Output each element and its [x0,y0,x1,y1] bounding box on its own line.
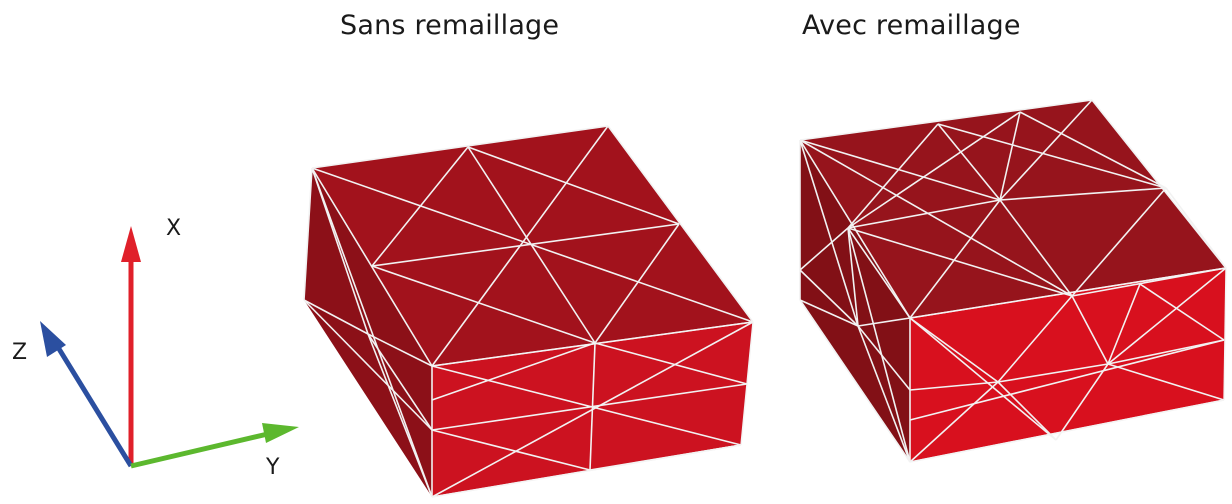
mesh-box-without-remeshing [303,125,754,498]
right-box-top-face [800,100,1226,318]
left-box-edges [431,321,754,498]
title-with-remeshing: Avec remaillage [802,10,1021,41]
y-axis-arrow [130,430,273,469]
left-box-top-mesh [311,125,754,367]
x-axis-arrowhead [121,226,141,262]
x-axis-label: X [166,216,182,241]
title-without-remeshing: Sans remaillage [340,10,560,41]
right-box-side-mesh [799,139,911,463]
z-axis-label: Z [12,340,28,365]
mesh-box-with-remeshing [799,99,1227,463]
right-box-front-face [910,268,1226,462]
left-box-side-mesh [303,167,433,498]
axes-triad [40,226,299,469]
z-axis-arrowhead [40,321,66,357]
y-axis-arrowhead [262,423,299,443]
right-box-edges [909,267,1227,463]
z-axis-arrow [53,342,134,468]
y-axis-label: Y [266,455,280,480]
